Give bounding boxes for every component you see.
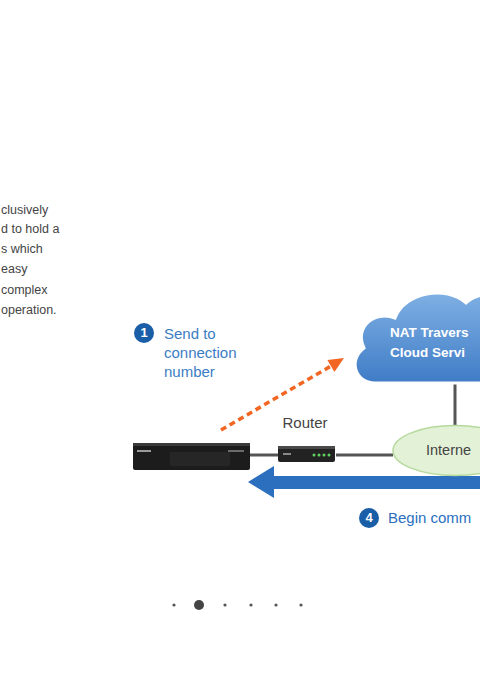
carousel-dot (274, 603, 277, 606)
connector (336, 454, 393, 457)
step-label: Send to connection number (164, 324, 248, 381)
connector (454, 384, 457, 425)
router: Router (274, 413, 336, 465)
internet-ellipse: Interne (393, 425, 480, 476)
callout-circle (134, 323, 154, 343)
carousel-dot (223, 603, 226, 606)
carousel-dot-active (194, 600, 204, 610)
wire (250, 454, 278, 457)
device-panel (170, 452, 230, 466)
router-led (328, 454, 331, 457)
router-top (278, 446, 335, 449)
device-logo (137, 450, 151, 452)
node-text: Router (274, 413, 336, 433)
ellipse-outline (393, 426, 480, 476)
body-text: s which (1, 241, 43, 257)
device-top (133, 443, 250, 446)
cloud-service: NAT Travers Cloud Servi (350, 288, 480, 384)
node-text: Interne (426, 440, 471, 460)
callout-number: 1 (134, 323, 154, 343)
body-text: complex (1, 282, 48, 298)
cloud-outline (355, 293, 480, 383)
callout-circle (359, 508, 379, 528)
router-led (323, 454, 326, 457)
body-text: easy (1, 261, 27, 277)
device-mark (228, 450, 244, 452)
carousel-dot (172, 603, 175, 606)
body-text: operation. (1, 302, 57, 318)
body-text: d to hold a (1, 221, 59, 237)
step-label: Begin comm (388, 508, 471, 528)
router-body (278, 446, 335, 462)
router-led (318, 454, 321, 457)
carousel-dot (299, 603, 302, 606)
device-body (133, 443, 250, 470)
router-mark (283, 453, 291, 455)
arrow-head (327, 358, 344, 372)
callout-number: 4 (359, 508, 379, 528)
router-led (313, 454, 316, 457)
node-text: NAT Travers Cloud Servi (390, 323, 476, 363)
carousel-dot (249, 603, 252, 606)
body-text: clusively (1, 202, 48, 218)
